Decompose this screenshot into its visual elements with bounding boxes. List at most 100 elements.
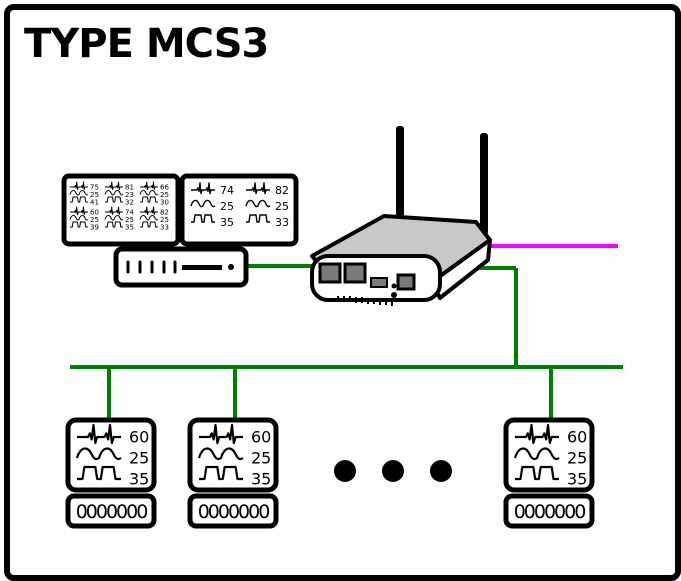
resp-value: 25	[160, 191, 169, 199]
router-vents	[337, 296, 393, 306]
right-monitor-cell: 74 25 35	[190, 182, 234, 229]
pleth-waveform	[77, 465, 121, 481]
ecg-waveform	[70, 181, 88, 190]
resp-waveform	[190, 199, 216, 208]
bedside-screen	[187, 417, 279, 493]
resp-value: 25	[275, 200, 289, 213]
ecg-waveform	[105, 181, 123, 190]
resp-waveform	[69, 190, 89, 196]
pleth-waveform	[70, 196, 88, 203]
hr-value: 60	[90, 208, 99, 216]
hr-value: 81	[125, 183, 134, 191]
spo2-value: 35	[567, 470, 587, 489]
resp-value: 25	[160, 216, 169, 224]
resp-value: 25	[90, 216, 99, 224]
resp-waveform	[104, 215, 124, 221]
resp-waveform	[104, 190, 124, 196]
spo2-value: 35	[251, 470, 271, 489]
spo2-value: 30	[160, 198, 169, 206]
router-button	[391, 292, 397, 298]
spo2-value: 33	[275, 216, 289, 229]
pleth-waveform	[70, 221, 88, 228]
router-antenna-left	[396, 126, 404, 230]
router-port-3	[396, 273, 416, 291]
pleth-waveform	[246, 214, 270, 223]
ecg-waveform	[246, 182, 270, 195]
spo2-value: 35	[125, 223, 134, 231]
keypad-keys: 0000000	[76, 501, 148, 523]
router-port-1	[318, 262, 342, 284]
keypad-keys: 0000000	[198, 501, 270, 523]
resp-waveform	[245, 199, 271, 208]
right-monitor-cell: 82 25 33	[245, 182, 289, 229]
ecg-waveform	[191, 182, 215, 195]
resp-waveform	[197, 447, 244, 461]
resp-waveform	[139, 215, 159, 221]
ecg-waveform	[77, 423, 121, 445]
resp-value: 25	[567, 449, 587, 468]
computer-drive-bay	[182, 265, 222, 270]
pleth-waveform	[105, 196, 123, 203]
spo2-value: 41	[90, 198, 99, 206]
router-antenna-right	[480, 133, 488, 235]
hr-value: 60	[129, 428, 149, 447]
ecg-waveform	[140, 181, 158, 190]
hr-value: 82	[160, 208, 169, 216]
resp-value: 25	[90, 191, 99, 199]
resp-value: 25	[129, 449, 149, 468]
resp-waveform	[75, 447, 122, 461]
hr-value: 75	[90, 183, 99, 191]
right-monitor-grid: 74 25 35 82 25 33	[190, 182, 289, 229]
pleth-waveform	[199, 465, 243, 481]
bedside-screen	[65, 417, 157, 493]
hr-value: 66	[160, 183, 169, 191]
spo2-value: 35	[220, 216, 234, 229]
hr-value: 74	[220, 184, 234, 197]
hr-value: 74	[125, 208, 134, 216]
keypad-keys: 0000000	[514, 501, 586, 523]
pleth-waveform	[140, 221, 158, 228]
bedside-cell: 60 25 35	[75, 423, 149, 489]
pleth-waveform	[105, 221, 123, 228]
hr-value: 82	[275, 184, 289, 197]
spo2-value: 33	[160, 223, 169, 231]
bedside-keypad	[187, 493, 279, 529]
ecg-waveform	[105, 206, 123, 215]
computer-slots	[126, 260, 177, 274]
bedside-screen	[503, 417, 595, 493]
router-led	[391, 283, 397, 289]
router-port-usb	[370, 277, 388, 288]
resp-value: 23	[125, 191, 134, 199]
central-computer	[113, 246, 249, 288]
ecg-waveform	[199, 423, 243, 445]
spo2-value: 32	[125, 198, 134, 206]
ellipsis-dots-icon	[334, 460, 452, 482]
router-icon	[310, 126, 492, 306]
resp-value: 25	[220, 200, 234, 213]
resp-waveform	[69, 215, 89, 221]
ecg-waveform	[515, 423, 559, 445]
ecg-waveform	[140, 206, 158, 215]
resp-value: 25	[125, 216, 134, 224]
pleth-waveform	[515, 465, 559, 481]
router-port-2	[343, 262, 367, 284]
pleth-waveform	[140, 196, 158, 203]
spo2-value: 35	[129, 470, 149, 489]
computer-power-led	[228, 264, 234, 270]
spo2-value: 39	[90, 223, 99, 231]
bedside-monitor: 60 25 35 0000000	[65, 417, 157, 529]
hr-value: 60	[251, 428, 271, 447]
resp-waveform	[139, 190, 159, 196]
